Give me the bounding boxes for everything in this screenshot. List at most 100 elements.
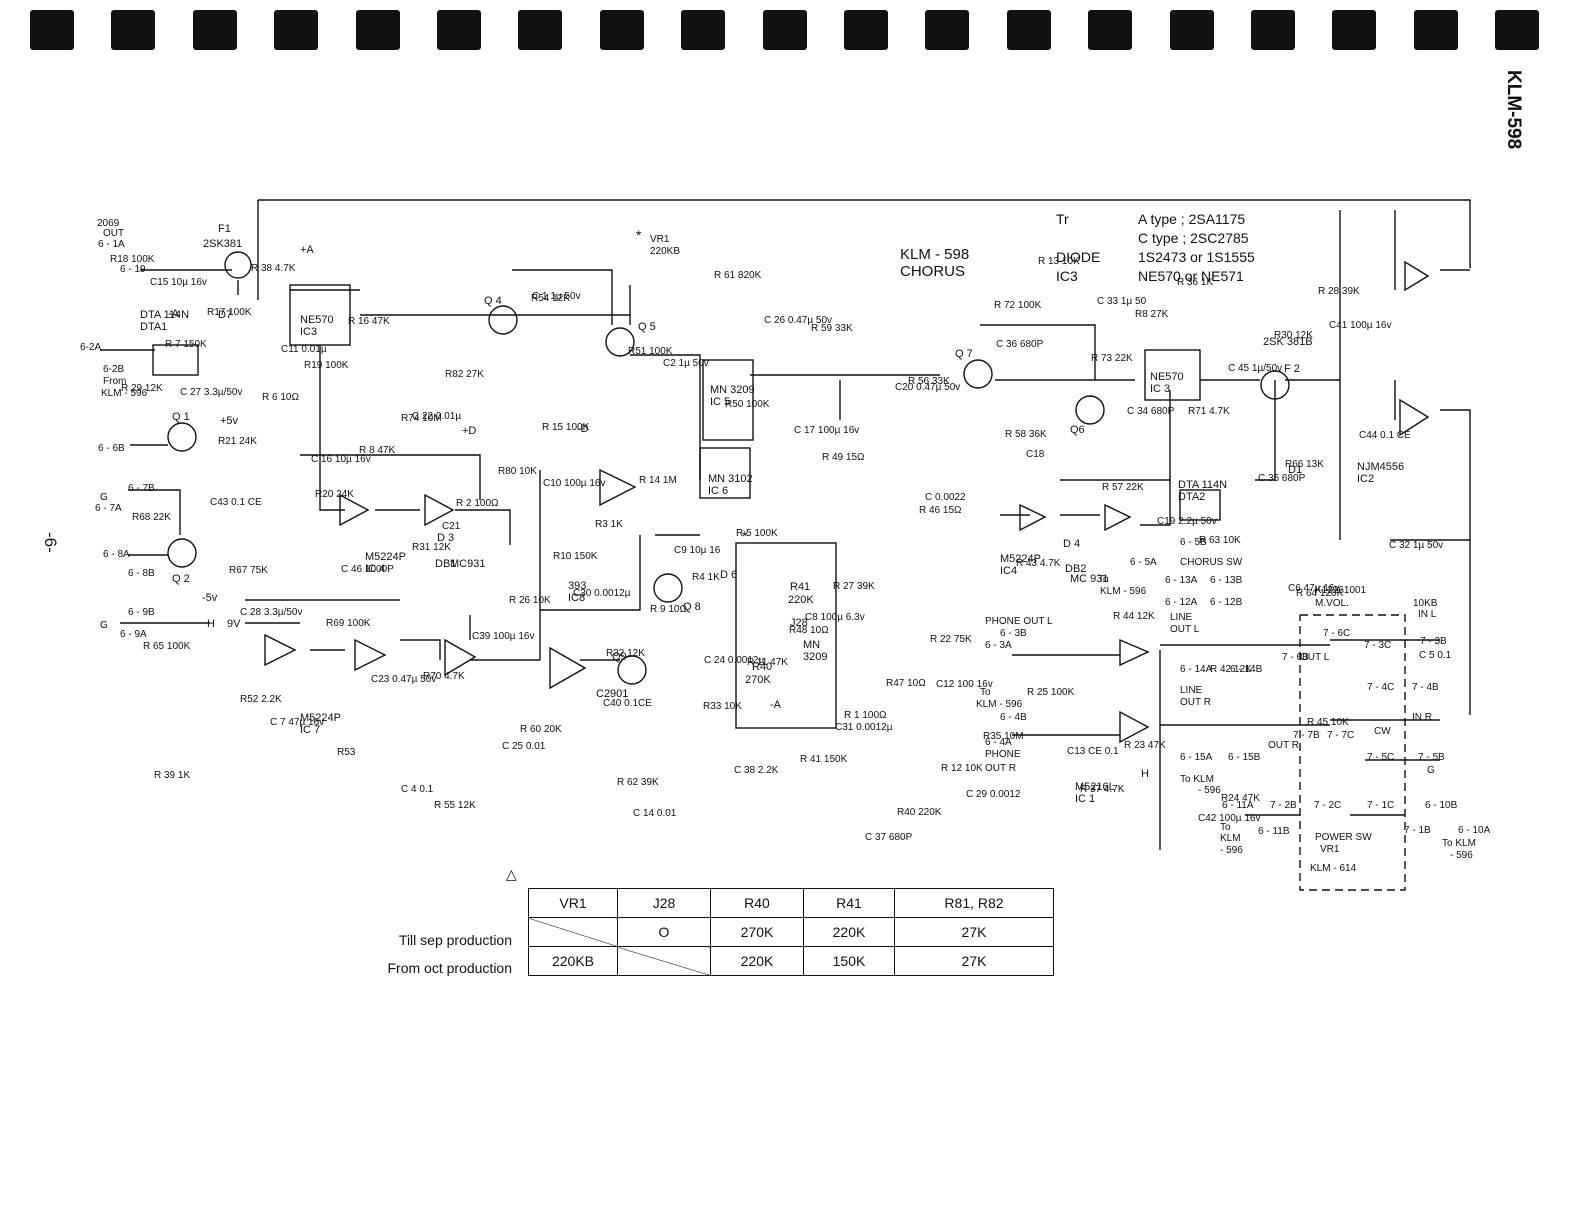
semiconductor-label: D7 bbox=[218, 309, 232, 321]
capacitor-label: C39 100µ 16v bbox=[472, 631, 534, 642]
connector-label: 7 - 7B bbox=[1293, 730, 1320, 741]
resistor-label: R31 12K bbox=[412, 542, 451, 553]
binder-hole bbox=[437, 10, 481, 50]
legend-tr: Tr bbox=[1056, 211, 1069, 227]
connector-label: 6-2A bbox=[80, 342, 101, 353]
resistor-label: R 73 22K bbox=[1091, 353, 1133, 364]
resistor-label: R 16 47K bbox=[348, 316, 390, 327]
connector-label: To KLM bbox=[1442, 838, 1476, 849]
binder-hole bbox=[762, 10, 807, 50]
capacitor-label: C 33 1µ 50 bbox=[1097, 296, 1147, 307]
binder-hole bbox=[1088, 10, 1133, 50]
ic-part: NE570 bbox=[300, 314, 334, 326]
resistor-label: R 44 12K bbox=[1113, 611, 1155, 622]
binder-hole bbox=[844, 10, 888, 50]
resistor-label: R18 100K bbox=[110, 254, 155, 265]
parts-legend: Tr DIODE IC3 bbox=[1056, 210, 1100, 286]
resistor-label: R67 75K bbox=[229, 565, 268, 576]
connector-label: G bbox=[1427, 765, 1435, 776]
inset-label: 270K bbox=[745, 674, 771, 686]
resistor-label: R 36 1K bbox=[1177, 277, 1213, 288]
binder-hole bbox=[355, 10, 400, 50]
binder-hole bbox=[111, 10, 156, 50]
ic-ref: IC2 bbox=[1357, 473, 1374, 485]
connector-label: 6 - 3B bbox=[1000, 628, 1027, 639]
connector-label: 6 - 5A bbox=[1130, 557, 1157, 568]
table-row: O 270K 220K 27K bbox=[528, 917, 1054, 947]
resistor-label: R 28 39K bbox=[1318, 286, 1360, 297]
resistor-label: R52 2.2K bbox=[240, 694, 282, 705]
connector-label: From bbox=[103, 376, 126, 387]
ic-ref: IC 5 bbox=[710, 396, 730, 408]
ic-part: 393 bbox=[568, 580, 586, 592]
inset-label: J28 bbox=[790, 617, 808, 629]
ic-ref: DTA1 bbox=[140, 321, 167, 333]
connector-label: 6 - 15B bbox=[1228, 752, 1261, 763]
rail-label: -A bbox=[168, 308, 180, 320]
ic-ref: IC 1 bbox=[1075, 793, 1095, 805]
resistor-label: R 62 39K bbox=[617, 777, 659, 788]
capacitor-label: C15 10µ 16v bbox=[150, 277, 207, 288]
connector-label: OUT R bbox=[985, 763, 1016, 774]
semiconductor-label: Q6 bbox=[1070, 424, 1085, 436]
capacitor-label: C 14 0.01 bbox=[633, 808, 677, 819]
resistor-label: R 55 12K bbox=[434, 800, 476, 811]
connector-label: 6 - 6B bbox=[98, 443, 125, 454]
connector-label: 6 - 10B bbox=[1425, 800, 1458, 811]
capacitor-label: C 7 47µ 16v bbox=[270, 717, 324, 728]
rail-label: H bbox=[1141, 768, 1149, 780]
wiring bbox=[100, 199, 1471, 891]
semiconductor-label: C2901 bbox=[596, 688, 628, 700]
cell-vr1-empty bbox=[528, 917, 618, 947]
connector-label: 6 - 14A bbox=[1180, 664, 1213, 675]
connector-label: 6 - 8B bbox=[128, 568, 155, 579]
resistor-label: R21 24K bbox=[218, 436, 257, 447]
inset-marker: * bbox=[742, 528, 748, 544]
connector-label: 2069 bbox=[97, 218, 120, 229]
header-r41: R41 bbox=[803, 888, 895, 918]
ic-ref: DTA2 bbox=[1178, 491, 1205, 503]
connector-label: 6 - 1A bbox=[98, 239, 125, 250]
connector-label: To bbox=[1098, 574, 1109, 585]
semiconductor-label: F1 bbox=[218, 223, 231, 235]
resistor-label: R 61 820K bbox=[714, 270, 762, 281]
connector-label: M.VOL. bbox=[1315, 598, 1349, 609]
resistor-label: R 5 100K bbox=[736, 528, 778, 539]
connector-label: 6 - 7B bbox=[128, 483, 155, 494]
connector-label: KLM - 596 bbox=[101, 388, 148, 399]
capacitor-label: C42 100µ 16v bbox=[1198, 813, 1260, 824]
resistor-label: R82 27K bbox=[445, 369, 484, 380]
resistor-label: R 49 15Ω bbox=[822, 452, 865, 463]
ic-ref: IC8 bbox=[568, 592, 585, 604]
resistor-label: R35 10M bbox=[983, 731, 1024, 742]
connector-label: 6 - 9A bbox=[120, 629, 147, 640]
resistor-label: R10 150K bbox=[553, 551, 598, 562]
capacitor-label: C 4 0.1 bbox=[401, 784, 434, 795]
resistor-label: R 25 100K bbox=[1027, 687, 1075, 698]
binder-hole bbox=[1169, 10, 1214, 50]
binder-hole bbox=[274, 10, 319, 50]
resistor-label: R 6 10Ω bbox=[262, 392, 299, 403]
header-j28: J28 bbox=[617, 888, 711, 918]
connector-label: KLM bbox=[1220, 833, 1241, 844]
capacitor-label: C40 0.1CE bbox=[603, 698, 652, 709]
capacitor-label: C 46 1000P bbox=[341, 564, 394, 575]
resistor-label: R 1 100Ω bbox=[844, 710, 887, 721]
connector-label: K12261001 bbox=[1315, 585, 1367, 596]
resistor-label: R 63 10K bbox=[1199, 535, 1241, 546]
inset-label: -A bbox=[770, 699, 782, 711]
resistor-label: R 46 15Ω bbox=[919, 505, 962, 516]
capacitor-label: C 0.0022 bbox=[925, 492, 966, 503]
connector-label: To bbox=[1220, 822, 1231, 833]
resistor-label: R 64 120K bbox=[1296, 588, 1344, 599]
connector-label: 7 - 1B bbox=[1404, 825, 1431, 836]
cell-vr1: 220KB bbox=[528, 946, 618, 976]
connector-label: KLM - 596 bbox=[976, 699, 1023, 710]
resistor-label: R 2 100Ω bbox=[456, 498, 499, 509]
resistor-label: R71 4.7K bbox=[1188, 406, 1230, 417]
capacitor-label: C 5 0.1 bbox=[1419, 650, 1452, 661]
resistor-label: R48 10Ω bbox=[789, 625, 829, 636]
semiconductor-label: MC 931 bbox=[1070, 573, 1109, 585]
binder-hole bbox=[1332, 10, 1377, 50]
